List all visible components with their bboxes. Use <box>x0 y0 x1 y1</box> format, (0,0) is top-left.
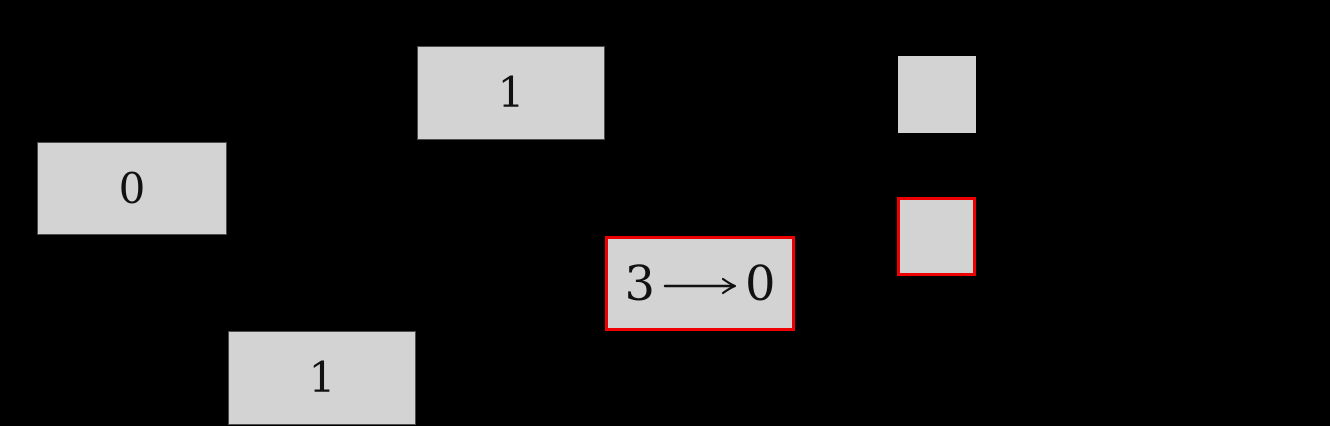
transition-expression: 3 0 <box>624 260 775 308</box>
node-one-bottom-label: 1 <box>308 353 336 402</box>
node-one-top-label: 1 <box>497 68 525 117</box>
node-one-bottom: 1 <box>228 331 416 425</box>
node-square-red-highlighted <box>897 197 976 276</box>
transition-to-value: 0 <box>745 255 776 312</box>
node-zero-left-label: 0 <box>118 163 146 213</box>
node-transition-highlighted: 3 0 <box>605 236 795 331</box>
long-right-arrow-icon <box>663 277 737 294</box>
node-square-plain <box>898 56 976 133</box>
node-one-top: 1 <box>417 46 605 140</box>
transition-from-value: 3 <box>624 255 655 312</box>
node-zero-left: 0 <box>37 142 227 235</box>
